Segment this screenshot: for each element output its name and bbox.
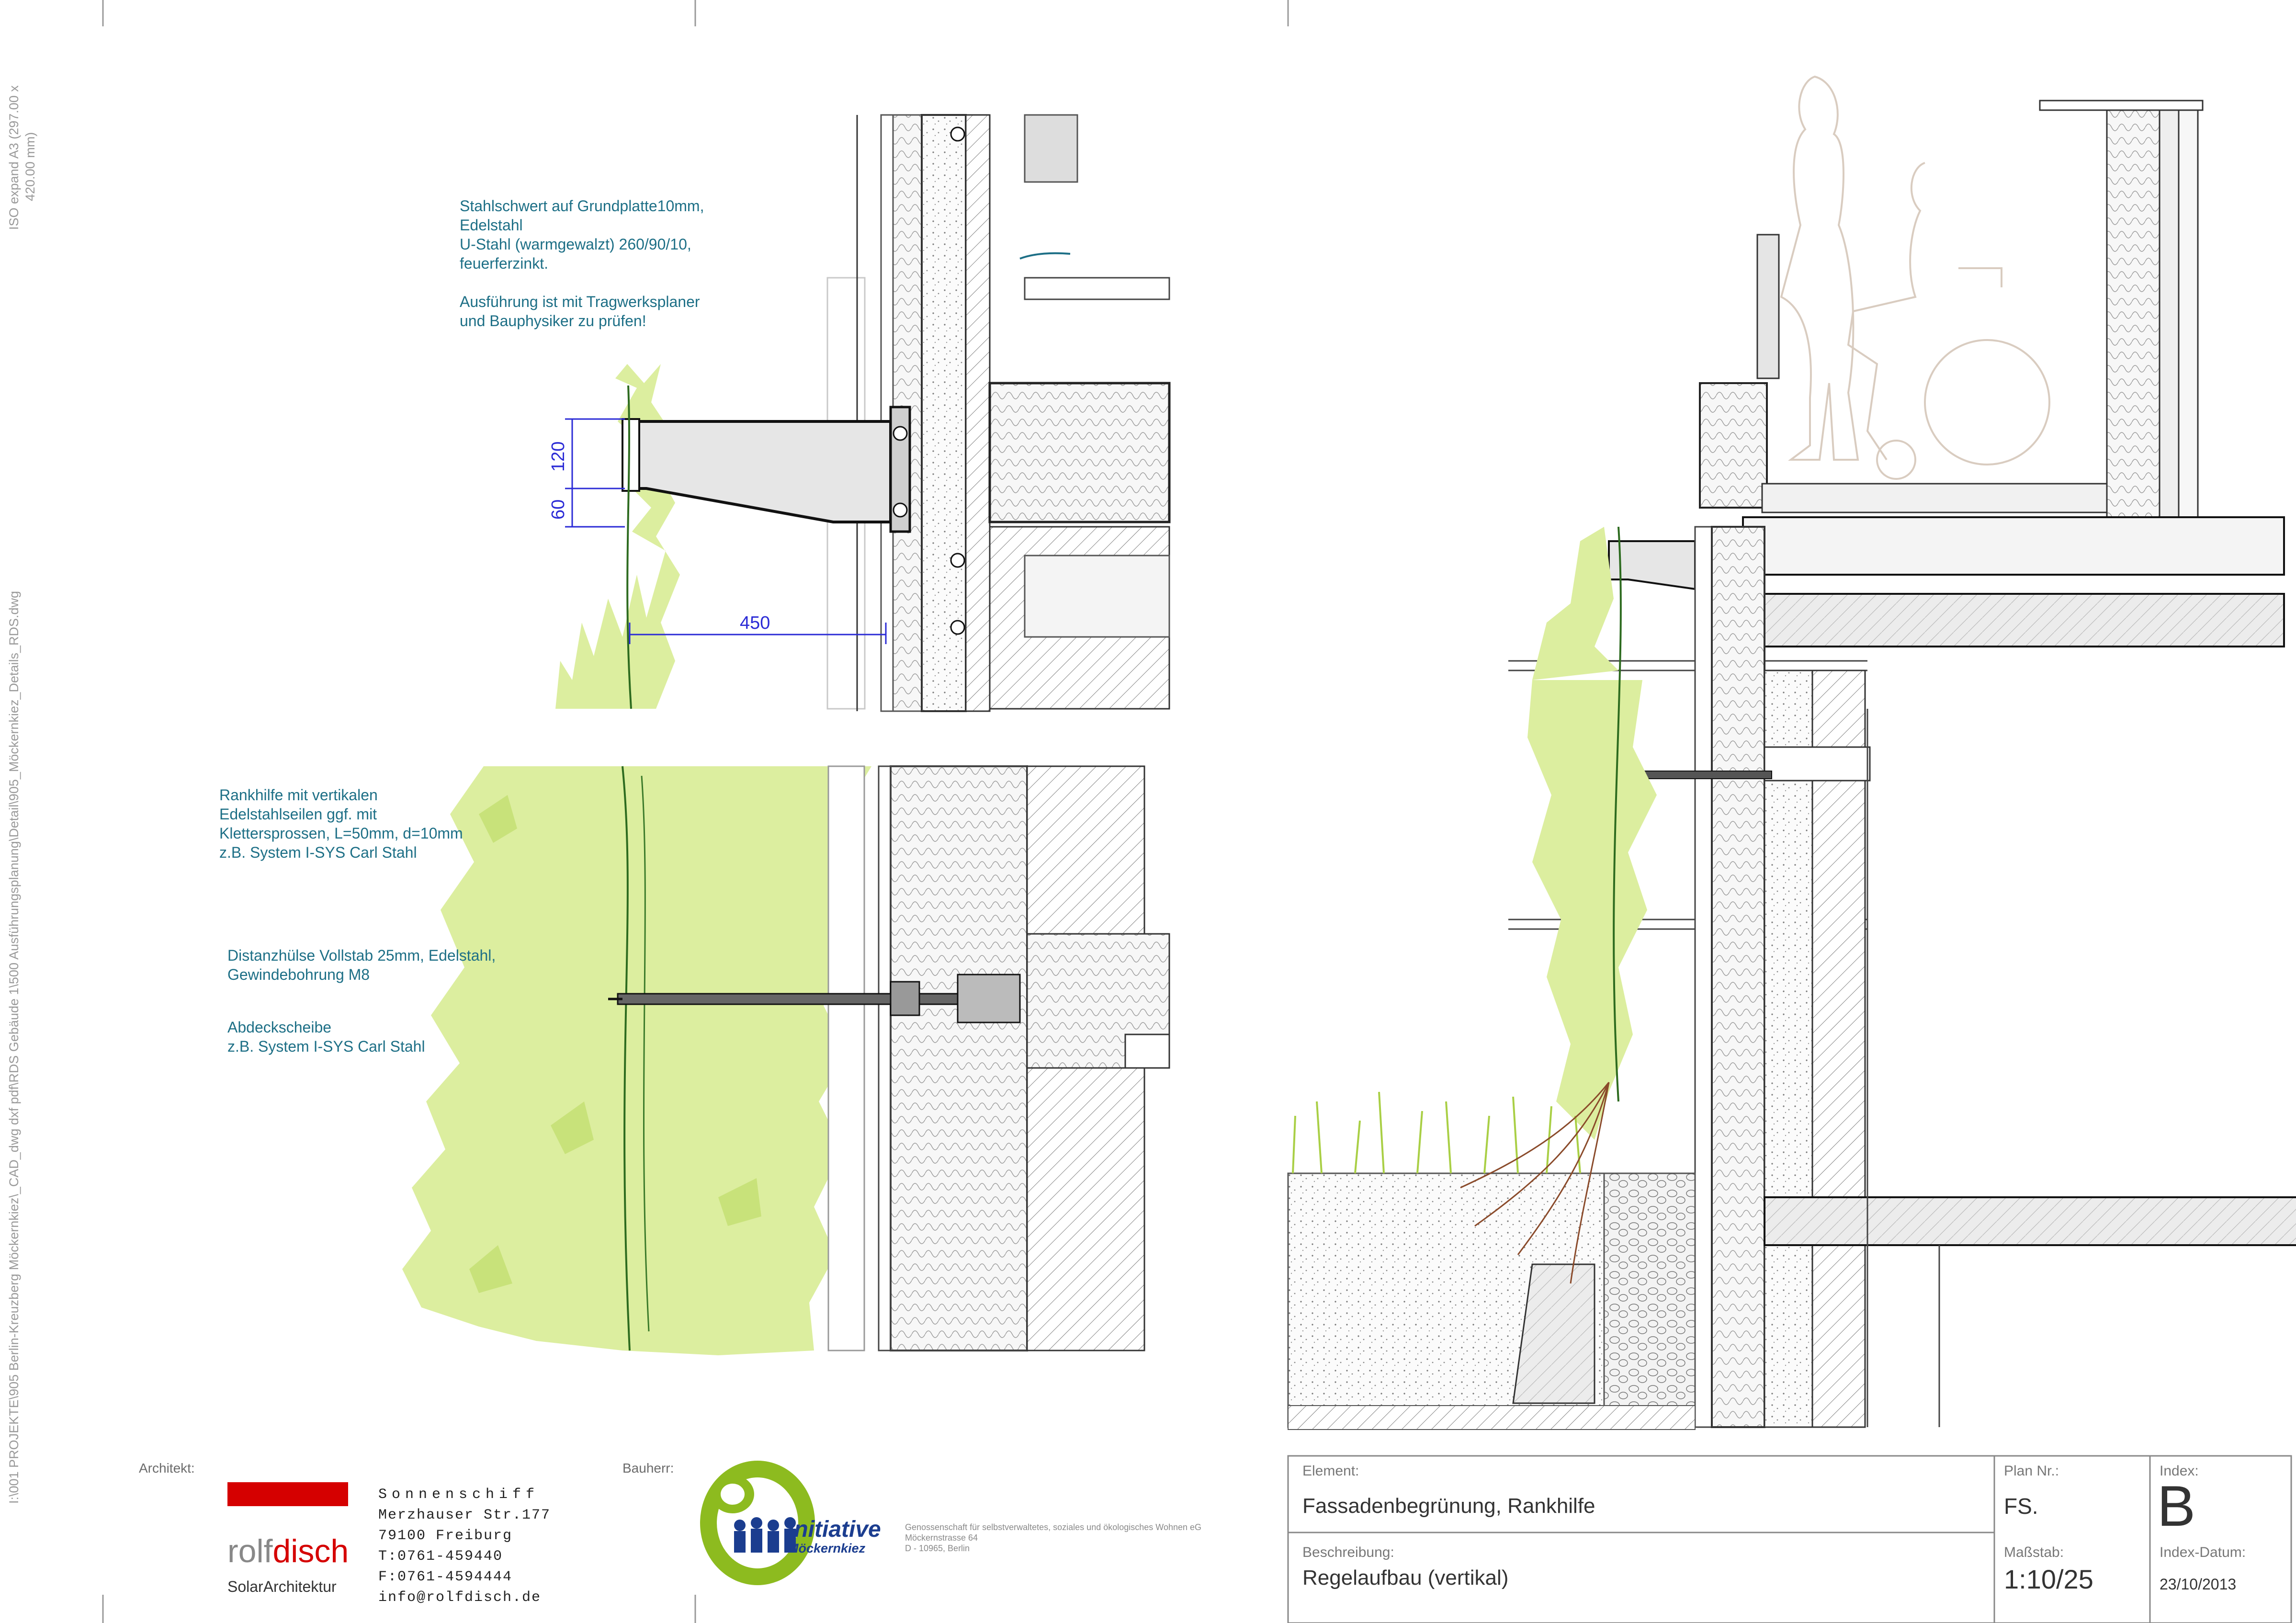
- architect-logo-sub: SolarArchitektur: [227, 1578, 337, 1595]
- note-line: z.B. System I-SYS Carl Stahl: [219, 844, 417, 861]
- logo-moeckernkiez: Möckernkiez: [788, 1541, 866, 1555]
- plan-value: FS.: [2004, 1494, 2038, 1519]
- note-line: Edelstahlseilen ggf. mit: [219, 806, 377, 823]
- sheet-frame: [102, 0, 1289, 1623]
- foliage-top: [555, 364, 680, 709]
- massstab-value: 1:10/25: [2004, 1564, 2093, 1594]
- note-line: und Bauphysiker zu prüfen!: [460, 312, 646, 329]
- architect-logo: rolfdisch: [227, 1532, 349, 1570]
- address-line: info@rolfdisch.de: [378, 1589, 542, 1606]
- logo-initiative: Initiative: [788, 1517, 881, 1542]
- detail-rankhilfe: [402, 765, 1170, 1355]
- detail-section: [1287, 75, 2296, 1430]
- element-value: Fassadenbegrünung, Rankhilfe: [1302, 1494, 1595, 1518]
- client-description: Genossenschaft für selbstverwaltetes, so…: [905, 1522, 1201, 1554]
- index-label: Index:: [2160, 1463, 2199, 1479]
- logo-rolf: rolf: [227, 1533, 273, 1569]
- client-text-line: Genossenschaft für selbstverwaltetes, so…: [905, 1522, 1202, 1532]
- address-line: T:0761-459440: [378, 1548, 503, 1565]
- plan-label: Plan Nr.:: [2004, 1463, 2059, 1479]
- architect-red-bar: [227, 1482, 348, 1506]
- address-line: F:0761-4594444: [378, 1569, 513, 1585]
- people-silhouette: [1780, 75, 2050, 480]
- client-label: Bauherr:: [622, 1461, 674, 1475]
- client-logo: [700, 1461, 815, 1585]
- logo-disch: disch: [272, 1533, 349, 1569]
- index-datum-value: 23/10/2013: [2160, 1576, 2237, 1593]
- client-logo-text: Initiative Möckernkiez: [788, 1517, 881, 1556]
- foliage-section: [1527, 527, 1657, 1140]
- format-line-1: ISO expand A3 (297.00 x: [7, 85, 21, 230]
- address-line: 79100 Freiburg: [378, 1528, 513, 1544]
- dimension-lines: [565, 418, 887, 644]
- note-line: feuerferzinkt.: [460, 255, 548, 272]
- client-text-line: D - 10965, Berlin: [905, 1544, 970, 1553]
- architect-label: Architekt:: [139, 1461, 195, 1475]
- dimension-60: 60: [548, 499, 568, 520]
- note-line: Rankhilfe mit vertikalen: [219, 786, 378, 804]
- note-line: Edelstahl: [460, 216, 523, 234]
- note-line: Stahlschwert auf Grundplatte10mm,: [460, 197, 704, 215]
- index-datum-label: Index-Datum:: [2160, 1544, 2246, 1560]
- element-label: Element:: [1302, 1463, 1359, 1479]
- paper-format-text-2: 420.00 mm): [23, 132, 38, 201]
- note-stahlschwert: Stahlschwert auf Grundplatte10mm, Edelst…: [460, 196, 704, 330]
- beschreibung-label: Beschreibung:: [1302, 1544, 1394, 1560]
- note-distanzhuelse: Distanzhülse Vollstab 25mm, Edelstahl, G…: [227, 946, 496, 984]
- grass: [1292, 1091, 1581, 1174]
- address-line: Sonnenschiff: [378, 1487, 540, 1503]
- note-rankhilfe: Rankhilfe mit vertikalen Edelstahlseilen…: [219, 785, 463, 862]
- note-line: Distanzhülse Vollstab 25mm, Edelstahl,: [227, 947, 496, 964]
- note-line: Abdeckscheibe: [227, 1019, 332, 1036]
- note-line: Gewindebohrung M8: [227, 966, 370, 983]
- beschreibung-value: Regelaufbau (vertikal): [1302, 1566, 1509, 1589]
- index-value: B: [2157, 1474, 2196, 1538]
- note-line: Ausführung ist mit Tragwerksplaner: [460, 293, 700, 310]
- architect-address: Sonnenschiff Merzhauser Str.177 79100 Fr…: [378, 1485, 551, 1608]
- note-abdeckscheibe: Abdeckscheibe z.B. System I-SYS Carl Sta…: [227, 1018, 425, 1056]
- note-line: U-Stahl (warmgewalzt) 260/90/10,: [460, 236, 691, 253]
- massstab-label: Maßstab:: [2004, 1544, 2064, 1560]
- paper-format-text: ISO expand A3 (297.00 x: [7, 85, 22, 230]
- client-text-line: Möckernstrasse 64: [905, 1533, 978, 1543]
- note-line: [460, 273, 704, 292]
- address-line: Merzhauser Str.177: [378, 1507, 551, 1523]
- file-path-line: I:\001 PROJEKTE\905 Berlin-Kreuzberg Möc…: [7, 590, 21, 1504]
- file-path-text: I:\001 PROJEKTE\905 Berlin-Kreuzberg Möc…: [7, 591, 22, 1504]
- detail-stahlschwert: [555, 114, 1171, 712]
- title-block-frame: [1287, 1455, 2292, 1623]
- dimension-450: 450: [740, 613, 770, 633]
- dimension-120: 120: [548, 441, 568, 472]
- note-line: z.B. System I-SYS Carl Stahl: [227, 1038, 425, 1055]
- note-line: Klettersprossen, L=50mm, d=10mm: [219, 825, 463, 842]
- format-line-2: 420.00 mm): [23, 132, 37, 201]
